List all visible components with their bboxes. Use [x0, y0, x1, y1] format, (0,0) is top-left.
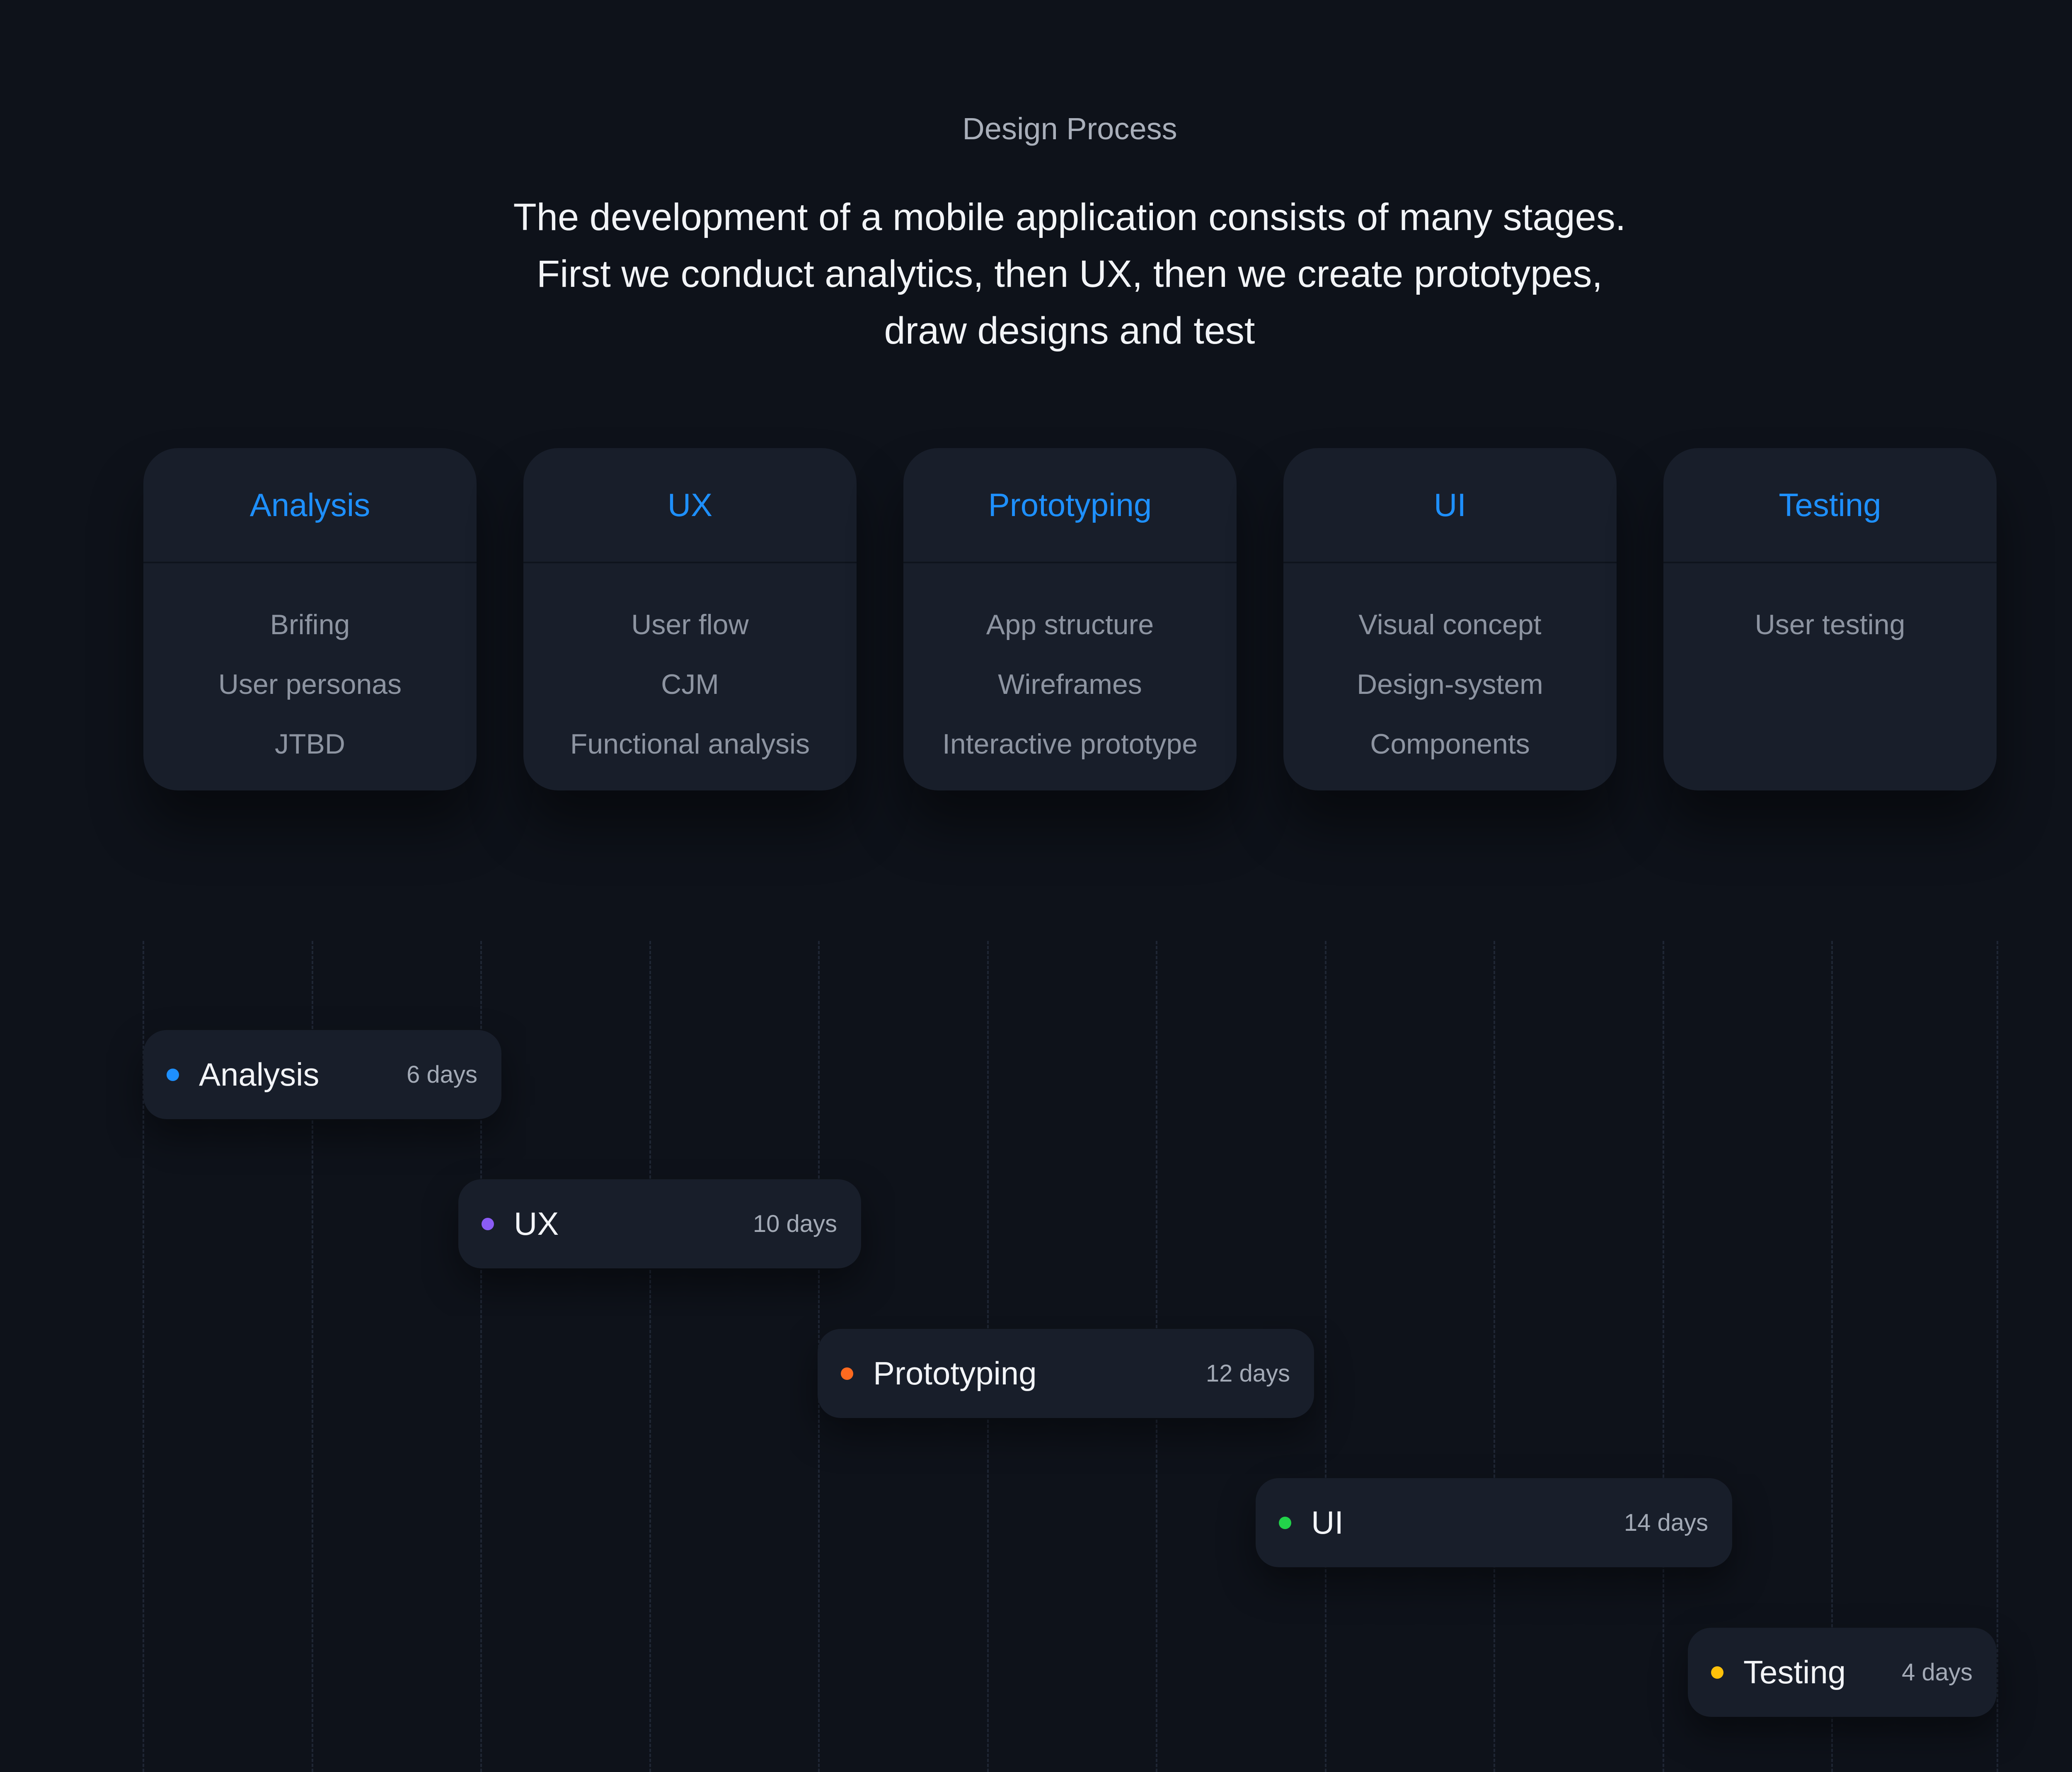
grid-line: [1997, 941, 1998, 1772]
stage-card-header: UX: [523, 448, 857, 563]
timeline-bar-name: Testing: [1743, 1654, 1846, 1690]
status-dot: [841, 1367, 853, 1380]
stage-card-header: Prototyping: [903, 448, 1237, 563]
stage-card-title: Testing: [1779, 486, 1881, 523]
timeline-bar-duration: 4 days: [1902, 1659, 1973, 1686]
grid-line: [1663, 941, 1664, 1772]
stage-card-title: UI: [1434, 486, 1466, 523]
status-dot: [167, 1068, 179, 1081]
stage-card-item: Design-system: [1357, 669, 1543, 700]
timeline-grid: Analysis 6 days UX 10 days Prototyping 1…: [0, 941, 2072, 1772]
grid-line: [480, 941, 482, 1772]
stage-card-item: Functional analysis: [570, 728, 810, 760]
stage-card-item: Visual concept: [1358, 609, 1542, 640]
stage-card-item: JTBD: [275, 728, 345, 760]
timeline-bar-duration: 12 days: [1205, 1360, 1290, 1387]
stage-card-list: App structure Wireframes Interactive pro…: [903, 563, 1237, 774]
stage-card-title: Prototyping: [988, 486, 1152, 523]
timeline-bar-prototyping: Prototyping 12 days: [818, 1329, 1314, 1418]
stage-cards: Analysis Brifing User personas JTBD UX U…: [0, 0, 2072, 870]
stage-card-list: Visual concept Design-system Components: [1283, 563, 1617, 774]
stage-card-item: Brifing: [270, 609, 350, 640]
stage-card-item: App structure: [986, 609, 1154, 640]
stage-card-header: Testing: [1663, 448, 1997, 563]
timeline-bar-name: UX: [514, 1205, 559, 1242]
stage-card-item: User flow: [631, 609, 749, 640]
stage-card-prototyping: Prototyping App structure Wireframes Int…: [903, 448, 1237, 790]
headline-line-2: First we conduct analytics, then UX, the…: [536, 253, 1603, 295]
stage-card-title: UX: [667, 486, 713, 523]
stage-card-header: Analysis: [143, 448, 477, 563]
stage-card-title: Analysis: [249, 486, 370, 523]
stage-card-header: UI: [1283, 448, 1617, 563]
stage-card-list: User flow CJM Functional analysis: [523, 563, 857, 774]
grid-line: [1831, 941, 1833, 1772]
grid-line: [649, 941, 651, 1772]
stage-card-testing: Testing User testing: [1663, 448, 1997, 790]
status-dot: [1711, 1666, 1723, 1679]
stage-card-item: Interactive prototype: [942, 728, 1198, 760]
timeline-bar-ux: UX 10 days: [458, 1179, 861, 1268]
stage-card-item: User personas: [218, 669, 402, 700]
timeline-bar-duration: 6 days: [407, 1061, 477, 1088]
stage-card-ux: UX User flow CJM Functional analysis: [523, 448, 857, 790]
stage-card-analysis: Analysis Brifing User personas JTBD: [143, 448, 477, 790]
stage-card-ui: UI Visual concept Design-system Componen…: [1283, 448, 1617, 790]
grid-line: [143, 941, 144, 1772]
timeline-bar-testing: Testing 4 days: [1688, 1628, 1997, 1717]
stage-card-item: CJM: [661, 669, 719, 700]
timeline-bar-ui: UI 14 days: [1256, 1478, 1732, 1567]
stage-card-list: User testing: [1663, 563, 1997, 655]
status-dot: [482, 1217, 494, 1230]
timeline-bar-name: Analysis: [199, 1056, 320, 1093]
section-eyebrow: Design Process: [962, 112, 1177, 146]
timeline-bar-duration: 10 days: [753, 1210, 837, 1237]
stage-card-item: Components: [1370, 728, 1530, 760]
timeline-bar-name: UI: [1311, 1504, 1343, 1541]
status-dot: [1279, 1516, 1291, 1529]
section-headline: The development of a mobile application …: [407, 189, 1733, 359]
headline-line-1: The development of a mobile application …: [513, 196, 1626, 238]
stage-card-item: User testing: [1755, 609, 1905, 640]
timeline-bar-duration: 14 days: [1624, 1509, 1708, 1536]
stage-card-list: Brifing User personas JTBD: [143, 563, 477, 774]
grid-line: [1325, 941, 1326, 1772]
stage-card-item: Wireframes: [998, 669, 1142, 700]
grid-line: [312, 941, 313, 1772]
headline-line-3: draw designs and test: [884, 310, 1255, 352]
timeline-bar-analysis: Analysis 6 days: [143, 1030, 501, 1119]
timeline-bar-name: Prototyping: [873, 1355, 1037, 1391]
grid-line: [1493, 941, 1495, 1772]
